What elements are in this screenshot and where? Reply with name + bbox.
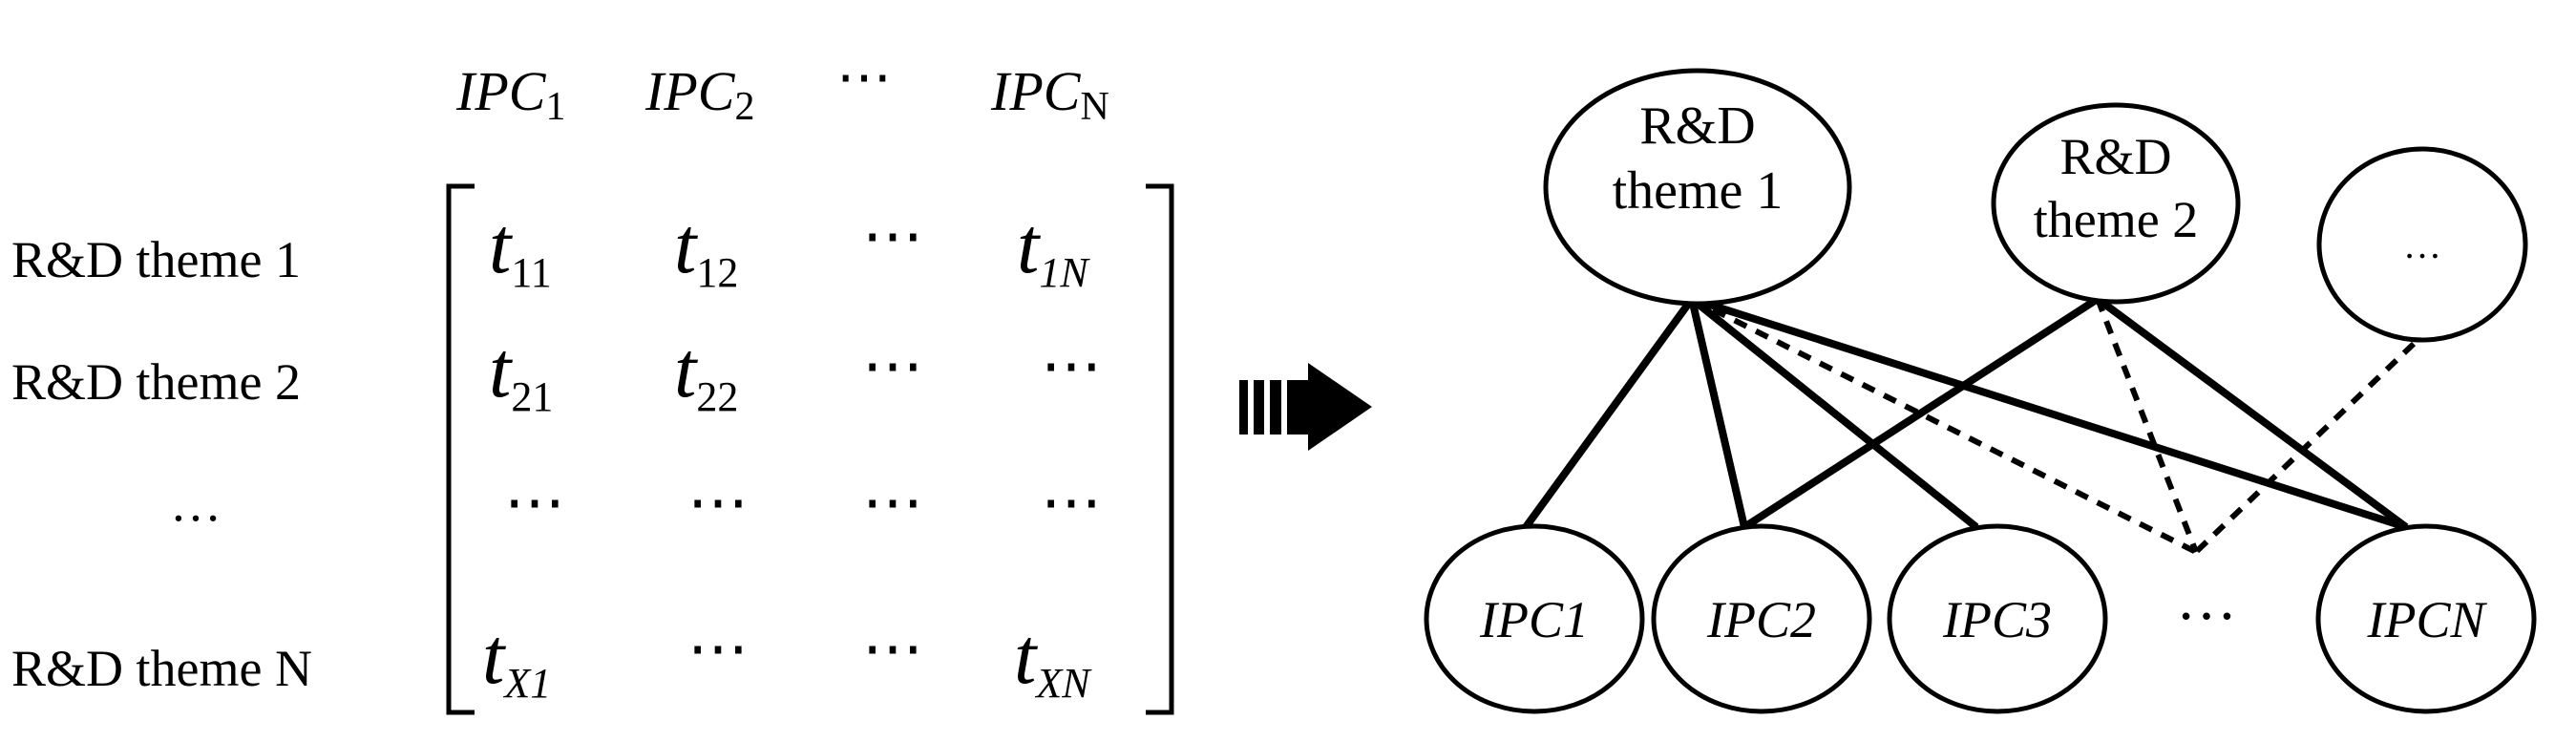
ipc-node-n: IPCN [2315, 523, 2537, 714]
matrix: IPC1 IPC2 ⋯ IPCN R&D theme 1 R&D theme 2… [11, 46, 1174, 715]
column-header-ipcn: IPCN [990, 60, 1109, 129]
cell-tx1: tX1 [482, 612, 551, 707]
row-label-theme2: R&D theme 2 [11, 353, 301, 411]
ipc-node-label: IPC1 [1479, 591, 1589, 648]
edge-theme1-ipc2 [1688, 298, 1748, 528]
theme-node-label: R&D [2059, 128, 2171, 185]
cell-ellipsis: ⋯ [1041, 331, 1102, 399]
edge-theme2-ipc2 [1742, 295, 2101, 531]
ipc-node-3: IPC3 [1887, 523, 2108, 714]
transform-arrow [1239, 363, 1372, 451]
theme-node-1: R&D theme 1 [1543, 68, 1852, 307]
theme-node-ellipsis: … [2316, 146, 2528, 343]
row-label-ellipsis: … [170, 475, 222, 532]
left-bracket [446, 183, 475, 715]
edge-theme1-ipc1 [1522, 296, 1696, 530]
cell-ellipsis: ⋯ [1041, 468, 1102, 536]
cell-t22: t22 [674, 326, 738, 420]
edge-theme1-ipcn [1690, 295, 2408, 531]
arrow-stripe [1270, 380, 1281, 435]
ipc-node-1: IPC1 [1424, 523, 1645, 714]
cell-ellipsis: ⋯ [504, 468, 565, 536]
cell-t11: t11 [489, 201, 552, 296]
edge-theme2-dots-dashed [2095, 297, 2199, 554]
ipc-node-2: IPC2 [1651, 523, 1872, 714]
cell-ellipsis: ⋯ [687, 614, 749, 682]
column-header-ipc2: IPC2 [644, 60, 754, 129]
bipartite-network: R&D theme 1 R&D theme 2 … IPC1 IPC2 IPC3… [1424, 68, 2537, 714]
ipc-node-label: IPC2 [1706, 591, 1816, 648]
cell-ellipsis: ⋯ [862, 331, 923, 399]
cell-t21: t21 [489, 326, 553, 420]
theme-node-label: theme 1 [1613, 161, 1784, 221]
arrow-stripe [1254, 380, 1264, 435]
theme-node-label: R&D [1639, 96, 1755, 156]
ipc-node-label: IPCN [2366, 591, 2487, 648]
cell-t1n: t1N [1017, 201, 1090, 296]
theme-node-label: theme 2 [2034, 191, 2198, 248]
theme-node-label: … [2403, 223, 2441, 266]
cell-txn: tXN [1014, 612, 1092, 707]
ipc-node-label: IPC3 [1942, 591, 2052, 648]
arrow-stripe [1239, 380, 1248, 435]
edge-theme2-ipcn [2095, 295, 2409, 531]
theme-node-2: R&D theme 2 [1991, 102, 2241, 305]
arrow-head [1287, 363, 1372, 451]
cell-ellipsis: ⋯ [862, 201, 923, 269]
edge-theme3-dots-dashed [2193, 341, 2417, 555]
column-header-ellipsis: ⋯ [836, 46, 892, 108]
cell-t12: t12 [674, 201, 738, 296]
row-label-themen: R&D theme N [11, 640, 312, 697]
cell-ellipsis: ⋯ [687, 468, 749, 536]
right-bracket [1146, 183, 1174, 715]
edge-theme1-ipc3 [1689, 295, 1979, 531]
row-label-theme1: R&D theme 1 [11, 231, 301, 288]
column-header-ipc1: IPC1 [455, 60, 565, 129]
cell-ellipsis: ⋯ [862, 614, 923, 682]
cell-ellipsis: ⋯ [862, 468, 923, 536]
ipc-ellipsis: … [2176, 564, 2237, 632]
